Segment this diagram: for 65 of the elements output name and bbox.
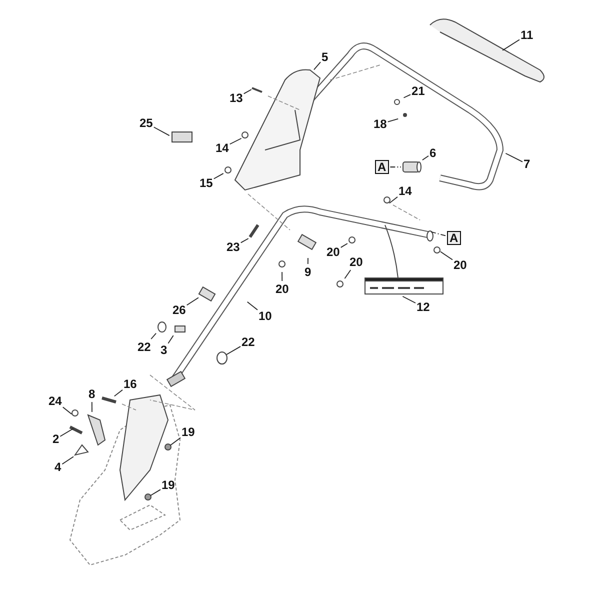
leader-line (60, 428, 74, 437)
leader-line (150, 332, 156, 340)
leader-line (62, 456, 74, 465)
leader-line (403, 94, 411, 98)
callout-number: 22 (242, 335, 255, 349)
leader-line (422, 155, 429, 160)
leader-line (240, 238, 249, 244)
leader-line (440, 251, 453, 260)
callout-number: 24 (48, 394, 62, 408)
reference-marker: A (374, 160, 390, 174)
leader-line (402, 296, 416, 304)
callout-number: 20 (326, 245, 340, 259)
leader-line (170, 437, 181, 446)
callout-number: 25 (140, 116, 153, 130)
callout-number: 19 (182, 425, 195, 439)
leader-line (168, 335, 174, 344)
callout-number: 11 (520, 28, 534, 42)
callout-number: 16 (124, 377, 137, 391)
callout-number: 18 (374, 117, 387, 131)
callout-number: 14 (398, 184, 412, 198)
leader-line (314, 62, 321, 70)
leader-line (91, 402, 92, 412)
callout-number: 5 (322, 50, 328, 64)
callout-number: 2 (52, 432, 60, 446)
leader-line (186, 297, 199, 306)
leader-line (246, 301, 258, 310)
leader-line (340, 243, 348, 248)
leader-line (150, 489, 161, 496)
leader-line (430, 231, 446, 236)
callout-number: 4 (54, 460, 62, 474)
leader-line (243, 89, 252, 94)
leader-line (229, 138, 242, 145)
leader-line (62, 406, 72, 415)
callout-number: 26 (172, 303, 186, 317)
callout-number: 15 (200, 176, 213, 190)
callout-number: 20 (350, 255, 363, 269)
sleeve-part (402, 161, 422, 173)
leader-line (307, 258, 308, 264)
callout-number: 21 (412, 84, 425, 98)
callout-number: 14 (216, 141, 229, 155)
callout-number: 23 (226, 240, 240, 254)
leader-line (390, 166, 402, 168)
leader-line (387, 118, 399, 122)
leader-line (226, 346, 241, 355)
callout-number: 3 (160, 343, 168, 357)
callout-number: 22 (138, 340, 151, 354)
leader-line (153, 126, 170, 136)
callout-number: 20 (276, 282, 289, 296)
callout-number: 7 (524, 157, 530, 171)
callout-number: 12 (416, 300, 430, 314)
leader-line (388, 196, 398, 204)
leader-line (213, 173, 224, 180)
callout-number: 6 (430, 146, 436, 160)
leader-line (114, 389, 123, 397)
leader-line (282, 272, 283, 282)
reference-marker: A (446, 231, 462, 245)
callout-number: 13 (230, 91, 243, 105)
callout-number: 20 (454, 258, 467, 272)
callout-number: 19 (162, 478, 175, 492)
callout-number: 9 (304, 265, 312, 279)
leader-line (502, 39, 520, 51)
leader-line (344, 270, 352, 279)
callout-number: 10 (258, 309, 272, 323)
callout-number: 8 (88, 387, 96, 401)
leader-line (505, 152, 523, 162)
